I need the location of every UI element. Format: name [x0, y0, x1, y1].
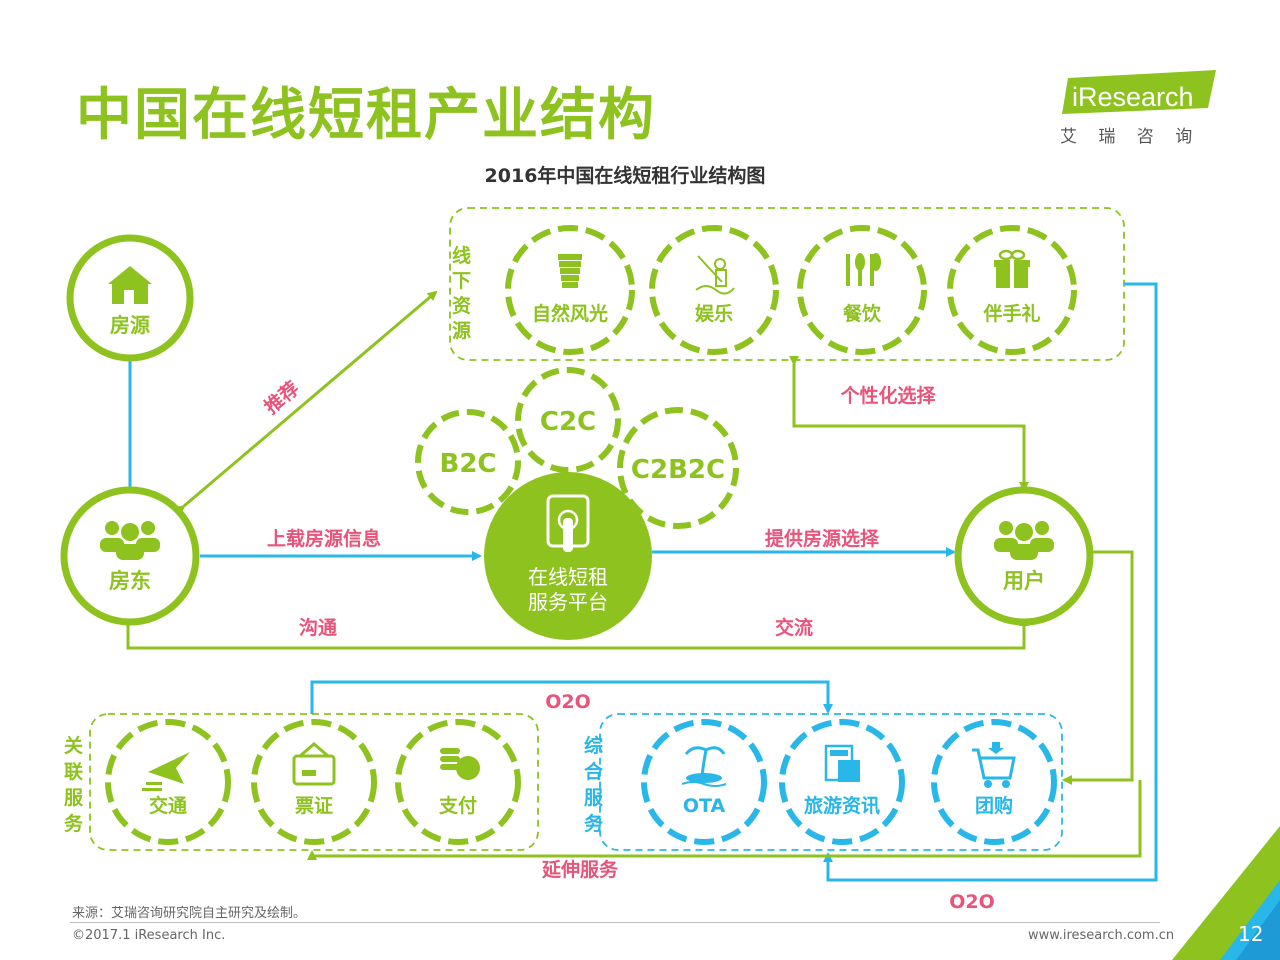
label-upload: 上载房源信息: [267, 527, 381, 550]
copyright: ©2017.1 iResearch Inc.: [72, 928, 226, 943]
edge-communicate: [123, 610, 1029, 650]
corner-dark-shape: [1236, 900, 1280, 960]
item-旅游资讯: 旅游资讯: [779, 719, 905, 845]
group-label-integrated: 综合服务: [584, 734, 604, 835]
edge-personalize: [789, 356, 1029, 492]
label-recommend: 推荐: [260, 377, 304, 419]
item-label: 支付: [438, 794, 477, 817]
group-label-related: 关联服务: [64, 734, 84, 835]
tower-icon: [558, 254, 582, 288]
item-label: 自然风光: [532, 302, 608, 325]
item-label: 票证: [295, 795, 333, 817]
plane-icon: [142, 752, 190, 791]
item-票证: 票证: [251, 719, 377, 845]
page-title: 中国在线短租产业结构: [76, 83, 656, 148]
item-OTA: OTA: [641, 719, 767, 845]
fishing-icon: [695, 255, 735, 295]
cutlery-icon: [846, 253, 881, 286]
item-label: 旅游资讯: [804, 794, 880, 817]
item-自然风光: 自然风光: [505, 225, 635, 355]
cart-icon: [972, 742, 1016, 788]
node-fangdong-label: 房东: [109, 569, 151, 593]
item-餐饮: 餐饮: [797, 225, 927, 355]
label-o2o-top: O2O: [545, 691, 591, 713]
node-yonghu-label: 用户: [1003, 569, 1045, 593]
label-communicate: 沟通: [299, 616, 338, 639]
platform-line1: 在线短租: [528, 565, 608, 589]
group-label-offline: 线下资源: [452, 244, 471, 342]
coins-icon: [440, 748, 480, 780]
node-fangyuan-label: 房源: [110, 313, 150, 337]
item-label: 餐饮: [843, 302, 882, 325]
item-label: 娱乐: [695, 302, 733, 325]
integrated-service-items: OTA 旅游资讯 团购: [641, 719, 1057, 845]
svg-text:C2B2C: C2B2C: [631, 455, 725, 485]
item-label: 团购: [975, 794, 1013, 817]
iresearch-logo: iResearch 艾 瑞 咨 询: [1060, 70, 1216, 147]
map-icon: [824, 744, 860, 782]
ticket-icon: [292, 742, 336, 786]
node-fangdong: 房东: [60, 486, 200, 626]
house-icon: [108, 266, 152, 304]
edge-o2o-top: [310, 680, 833, 714]
svg-text:C2C: C2C: [540, 407, 596, 437]
svg-text:B2C: B2C: [440, 449, 497, 479]
footer-url: www.iresearch.com.cn: [1028, 928, 1175, 943]
page-number: 12: [1238, 922, 1264, 946]
label-provide: 提供房源选择: [765, 527, 880, 550]
logo-cn: 艾 瑞 咨 询: [1060, 127, 1200, 147]
item-团购: 团购: [931, 719, 1057, 845]
gift-icon: [994, 249, 1030, 288]
model-c2b2c: C2B2C: [617, 407, 739, 529]
model-b2c: B2C: [415, 409, 521, 515]
offline-resource-items: 自然风光 娱乐 餐饮 伴手礼: [505, 225, 1077, 355]
edge-user-integrated: [1062, 547, 1134, 785]
footer-divider: [70, 922, 1160, 923]
source-note: 来源：艾瑞咨询研究院自主研究及绘制。: [72, 906, 307, 921]
item-支付: 支付: [395, 719, 521, 845]
label-o2o-bottom: O2O: [949, 891, 995, 913]
model-c2c: C2C: [515, 367, 621, 473]
related-service-items: 交通 票证 支付: [105, 719, 521, 845]
item-label: OTA: [683, 795, 726, 817]
node-fangyuan: 房源: [66, 234, 194, 362]
item-label: 伴手礼: [982, 302, 1040, 325]
node-yonghu: 用户: [954, 486, 1094, 626]
people-icon: [100, 521, 160, 560]
diagram-subtitle: 2016年中国在线短租行业结构图: [485, 164, 766, 187]
edge-o2o-bottom: [823, 282, 1158, 882]
item-伴手礼: 伴手礼: [947, 225, 1077, 355]
item-娱乐: 娱乐: [649, 225, 779, 355]
item-交通: 交通: [105, 719, 231, 845]
item-label: 交通: [149, 794, 188, 817]
label-extend: 延伸服务: [541, 858, 619, 881]
label-exchange: 交流: [775, 616, 813, 639]
label-personalize: 个性化选择: [839, 384, 936, 407]
people-icon: [994, 521, 1054, 560]
logo-brand: iResearch: [1072, 82, 1194, 112]
node-platform: 在线短租 服务平台: [484, 472, 652, 640]
island-icon: [681, 746, 727, 787]
edge-recommend: [174, 290, 438, 515]
platform-line2: 服务平台: [528, 590, 608, 614]
touch-tablet-icon: [546, 494, 590, 552]
